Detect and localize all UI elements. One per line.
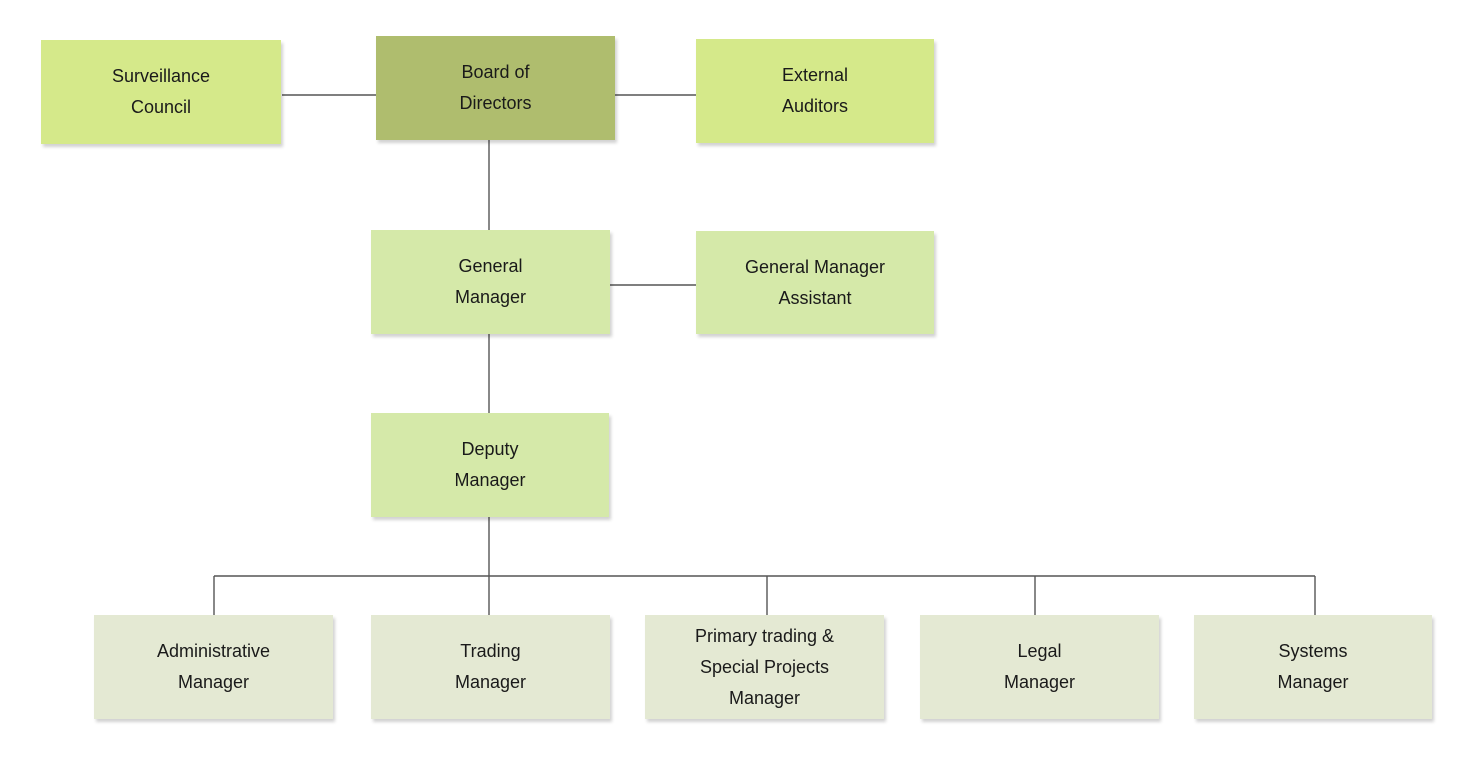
node-label-line: Administrative [156, 641, 271, 661]
general-manager-box: General Manager [371, 230, 610, 334]
systems-manager-box: Systems Manager [1194, 615, 1432, 719]
node-label-line: Directors [459, 93, 532, 113]
node-label-line: Deputy [461, 439, 519, 459]
node-label-line: Manager [454, 470, 526, 490]
node-label-line: General [458, 256, 523, 276]
deputy-manager-box: Deputy Manager [371, 413, 609, 517]
node-label-line: Manager [1003, 672, 1076, 692]
general-manager-assistant-box: General Manager Assistant [696, 231, 934, 334]
node-label-line: External [781, 65, 849, 85]
external-auditors-box: External Auditors [696, 39, 934, 143]
node-label-line: Manager [728, 687, 801, 708]
node-label-line: Trading [460, 641, 521, 661]
node-label-line: Legal [1017, 641, 1062, 661]
node-label-line: Board of [461, 62, 530, 82]
node-label-line: Manager [177, 672, 250, 692]
board-of-directors-box: Board of Directors [376, 36, 615, 140]
node-label-line: General Manager [744, 256, 886, 277]
node-label-line: Primary trading & [694, 625, 835, 646]
surveillance-council-box: Surveillance Council [41, 40, 281, 144]
node-label-line: Council [130, 97, 192, 117]
legal-manager-box: Legal Manager [920, 615, 1159, 719]
node-label-line: Surveillance [111, 66, 211, 86]
node-label-line: Auditors [781, 96, 849, 116]
node-label-line: Manager [454, 672, 527, 692]
node-label-line: Manager [454, 287, 527, 307]
node-label-line: Systems [1278, 641, 1348, 661]
node-label-line: Special Projects [699, 656, 830, 677]
trading-manager-box: Trading Manager [371, 615, 610, 719]
node-label-line: Manager [1277, 672, 1349, 692]
node-label-line: Assistant [778, 287, 852, 308]
administrative-manager-box: Administrative Manager [94, 615, 333, 719]
primary-trading-special-projects-manager-box: Primary trading & Special Projects Manag… [645, 615, 884, 719]
